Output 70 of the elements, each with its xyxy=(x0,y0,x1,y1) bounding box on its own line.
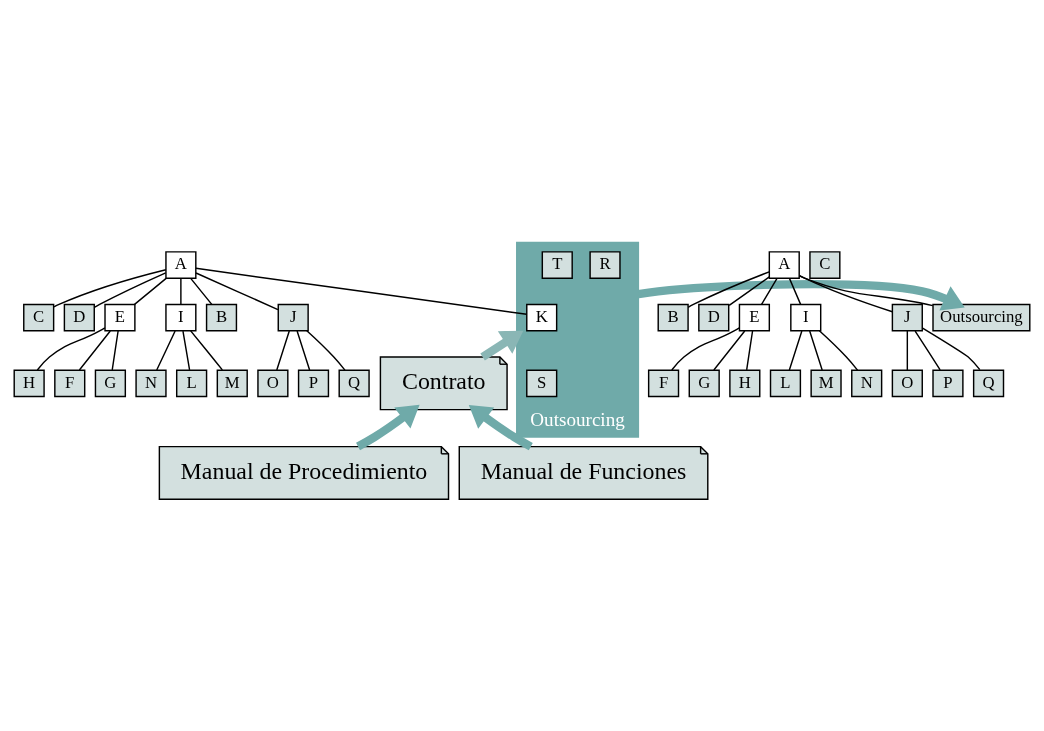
connector xyxy=(195,271,279,310)
connector xyxy=(190,277,213,305)
node-box: M xyxy=(810,368,842,397)
node-box: R xyxy=(589,250,621,279)
connector xyxy=(195,267,528,315)
connector xyxy=(53,268,167,308)
connector xyxy=(276,329,290,371)
node-box: A xyxy=(165,250,197,279)
node-box: D xyxy=(63,303,95,331)
connector xyxy=(808,329,823,371)
node-box: T xyxy=(541,250,573,279)
connector xyxy=(818,329,859,371)
node-box: A xyxy=(768,250,800,279)
node-box: F xyxy=(54,368,86,397)
node-box: I xyxy=(790,303,822,331)
node-box: L xyxy=(176,368,208,397)
node-box: C xyxy=(23,303,55,331)
connector xyxy=(687,270,770,308)
node-box: C xyxy=(809,250,841,279)
arrow xyxy=(480,330,524,361)
node-box: J xyxy=(277,303,309,331)
connector xyxy=(713,329,746,371)
node-box: O xyxy=(891,368,923,397)
connector xyxy=(306,329,346,371)
node-box: F xyxy=(647,368,680,397)
arrow xyxy=(637,279,965,311)
node-box: P xyxy=(932,368,964,397)
node-box: E xyxy=(104,303,136,331)
node-box: I xyxy=(165,303,197,331)
connector xyxy=(133,277,167,305)
connector xyxy=(156,329,176,371)
connector xyxy=(788,277,802,305)
connector xyxy=(906,329,909,371)
connector xyxy=(180,277,182,305)
connector xyxy=(78,329,111,371)
connector xyxy=(788,329,803,371)
node-box: N xyxy=(135,368,167,397)
node-box: H xyxy=(13,368,45,397)
node-box: D xyxy=(698,303,730,331)
connector xyxy=(296,329,311,371)
connector xyxy=(798,274,894,312)
connector xyxy=(671,326,741,371)
connector xyxy=(111,329,119,371)
connector xyxy=(760,277,778,305)
connector xyxy=(914,329,941,371)
connector xyxy=(921,326,981,370)
node-box: S xyxy=(526,368,558,397)
node-box: G xyxy=(94,368,127,397)
node-box: Outsourcing xyxy=(932,303,1031,331)
node-box: N xyxy=(851,368,883,397)
node-box: M xyxy=(216,368,248,397)
connector xyxy=(36,326,106,371)
connector xyxy=(182,329,191,371)
node-box: G xyxy=(688,368,720,397)
node-box: Q xyxy=(338,368,370,397)
node-box: B xyxy=(205,303,238,331)
node-box: K xyxy=(526,303,558,331)
node-box: E xyxy=(738,303,771,331)
connector xyxy=(728,275,771,306)
node-box: L xyxy=(769,368,802,397)
connector xyxy=(189,329,224,371)
node-box: H xyxy=(729,368,761,397)
connector xyxy=(745,329,754,371)
node-box: B xyxy=(657,303,689,331)
node-box: Q xyxy=(972,368,1005,397)
connector xyxy=(798,274,934,306)
node-box: P xyxy=(297,368,330,397)
node-box: O xyxy=(257,368,289,397)
connector xyxy=(93,271,167,308)
node-box: J xyxy=(891,303,923,331)
